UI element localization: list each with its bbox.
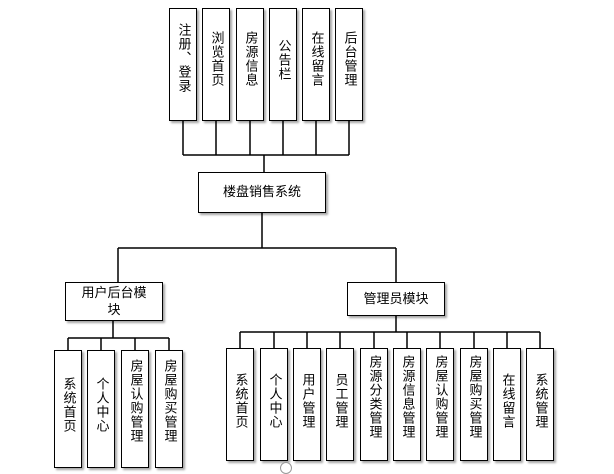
admin-child-label: 员工管理 [332, 373, 348, 429]
top-module-house-info: 房源信息 [236, 8, 264, 121]
admin-child-personal-center: 个人中心 [260, 348, 288, 461]
admin-child-house-info-mgmt: 房源信息管理 [393, 348, 421, 461]
admin-child-system-mgmt: 系统管理 [526, 348, 554, 461]
user-child-personal-center: 个人中心 [87, 350, 115, 468]
top-module-label: 后台管理 [341, 31, 357, 87]
admin-child-label: 用户管理 [299, 373, 315, 429]
admin-child-label: 房源分类管理 [366, 355, 382, 439]
admin-child-label: 房屋认购管理 [432, 355, 448, 439]
user-child-label: 个人中心 [93, 377, 109, 433]
user-child-label: 房屋购买管理 [161, 359, 177, 443]
user-module-label: 用户后台模块 [81, 285, 147, 318]
admin-child-user-mgmt: 用户管理 [293, 348, 321, 461]
admin-child-label: 房屋购买管理 [466, 355, 482, 439]
user-child-purchase-mgmt: 房屋购买管理 [155, 350, 183, 468]
admin-child-label: 房源信息管理 [399, 355, 415, 439]
circle-handle-icon [280, 462, 292, 474]
admin-child-system-home: 系统首页 [226, 348, 254, 461]
admin-module-label: 管理员模块 [363, 291, 429, 307]
admin-child-online-message: 在线留言 [493, 348, 521, 461]
top-module-online-message: 在线留言 [302, 8, 330, 121]
user-module-node: 用户后台模块 [65, 282, 163, 321]
top-module-label: 在线留言 [308, 31, 324, 87]
user-child-label: 系统首页 [60, 377, 76, 433]
admin-child-purchase-mgmt: 房屋购买管理 [460, 348, 488, 461]
admin-child-label: 系统管理 [532, 373, 548, 429]
top-module-label: 浏览首页 [208, 31, 224, 87]
top-module-browse-home: 浏览首页 [202, 8, 230, 121]
top-module-label: 公告栏 [275, 39, 291, 81]
admin-child-staff-mgmt: 员工管理 [326, 348, 354, 461]
top-module-bulletin: 公告栏 [269, 8, 297, 121]
top-module-register-login: 注册、登录 [169, 8, 197, 121]
admin-child-label: 在线留言 [499, 373, 515, 429]
root-node: 楼盘销售系统 [198, 172, 326, 213]
admin-child-subscription-mgmt: 房屋认购管理 [426, 348, 454, 461]
top-module-label: 房源信息 [242, 31, 258, 87]
admin-child-house-category-mgmt: 房源分类管理 [360, 348, 388, 461]
admin-child-label: 个人中心 [266, 373, 282, 429]
admin-child-label: 系统首页 [232, 373, 248, 429]
user-child-label: 房屋认购管理 [127, 359, 143, 443]
user-child-system-home: 系统首页 [54, 350, 82, 468]
top-module-admin-backend: 后台管理 [335, 8, 363, 121]
user-child-subscription-mgmt: 房屋认购管理 [121, 350, 149, 468]
top-module-label: 注册、登录 [175, 23, 191, 93]
admin-module-node: 管理员模块 [347, 282, 445, 316]
root-label: 楼盘销售系统 [222, 185, 301, 200]
